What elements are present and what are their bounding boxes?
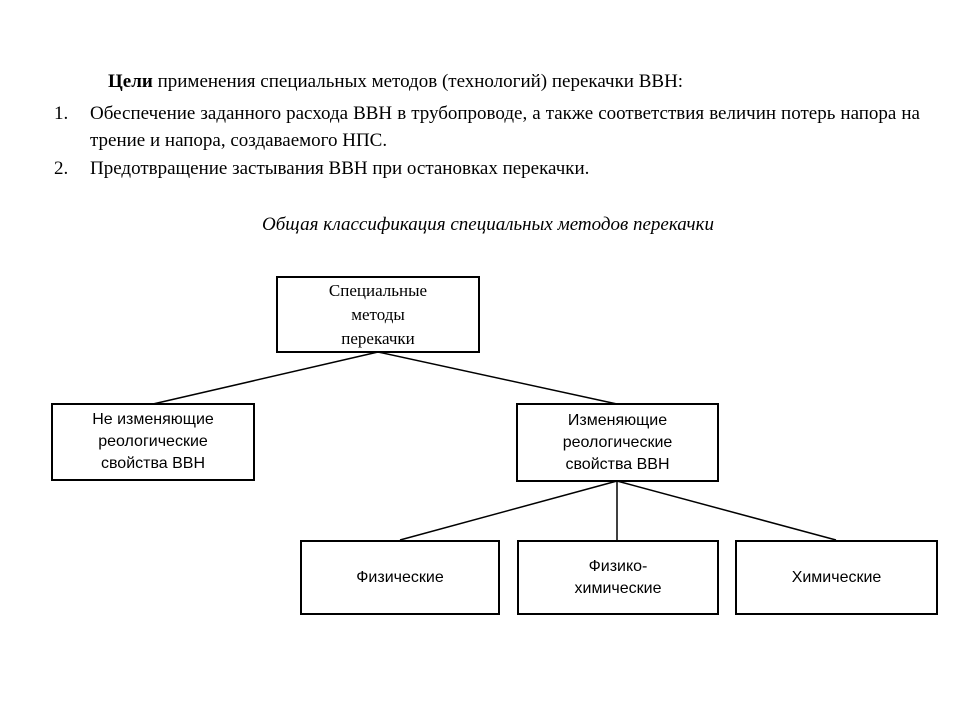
connector-right-physical xyxy=(399,480,618,541)
diagram-caption: Общая классификация специальных методов … xyxy=(262,214,714,235)
goals-heading: Цели применения специальных методов (тех… xyxy=(108,70,928,94)
connector-right-chemical xyxy=(616,480,837,541)
goal-item: 1. Обеспечение заданного расхода ВВН в т… xyxy=(54,100,920,154)
connector-root-left xyxy=(152,351,379,405)
goal-text: Обеспечение заданного расхода ВВН в труб… xyxy=(90,103,920,151)
goal-number: 2. xyxy=(54,158,69,179)
box-special-methods: Специальные методы перекачки xyxy=(276,276,480,353)
box-label: Химические xyxy=(791,568,882,586)
goal-item: 2. Предотвращение застывания ВВН при ост… xyxy=(54,155,920,182)
box-chemical: Химические xyxy=(735,540,938,615)
box-physicochemical: Физико- химические xyxy=(517,540,719,615)
goal-text: Предотвращение застывания ВВН при остано… xyxy=(90,158,590,179)
box-label: Не изменяющие реологические свойства ВВН xyxy=(92,411,214,472)
box-label: Физические xyxy=(356,568,444,586)
box-changing-rheology: Изменяющие реологические свойства ВВН xyxy=(516,403,719,482)
box-label: Физико- химические xyxy=(574,557,662,597)
box-label: Специальные методы перекачки xyxy=(328,280,428,348)
goal-number: 1. xyxy=(54,103,69,124)
goals-heading-text: применения специальных методов (технолог… xyxy=(152,71,684,92)
box-label: Изменяющие реологические свойства ВВН xyxy=(562,411,673,473)
connector-root-right xyxy=(377,351,618,405)
box-non-changing-rheology: Не изменяющие реологические свойства ВВН xyxy=(51,403,255,481)
box-physical: Физические xyxy=(300,540,500,615)
goals-list: 1. Обеспечение заданного расхода ВВН в т… xyxy=(54,100,920,183)
goals-heading-bold: Цели xyxy=(108,71,153,92)
